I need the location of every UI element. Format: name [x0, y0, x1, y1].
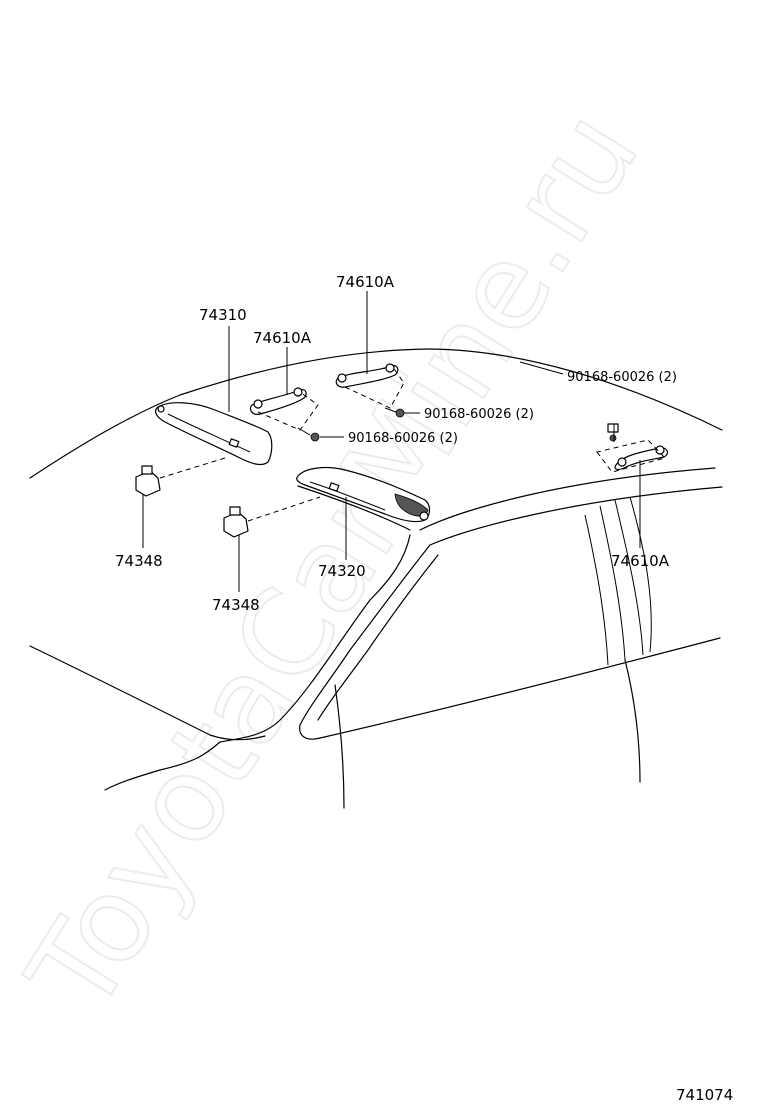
label-screw-left: 90168-60026 (2): [348, 431, 458, 446]
label-screw-right-top: 90168-60026 (2): [567, 370, 677, 385]
label-handle-left: 74610A: [253, 329, 312, 347]
figure-code: 741074: [676, 1086, 733, 1104]
assist-grip-top: [335, 363, 405, 409]
label-visor-left: 74310: [199, 306, 247, 324]
label-visor-right: 74320: [318, 562, 366, 580]
screw-group: [297, 407, 619, 442]
label-handle-rear: 74610A: [611, 552, 670, 570]
sun-visor-right: [296, 466, 431, 523]
assist-grip-rear: [596, 439, 669, 473]
sun-visor-left: [155, 402, 273, 466]
assist-grip-left: [249, 387, 319, 431]
leader-lines: [142, 291, 641, 592]
label-handle-top: 74610A: [336, 273, 395, 291]
label-holder-right: 74348: [212, 596, 260, 614]
visor-holder-left: [135, 457, 226, 497]
label-screw-mid: 90168-60026 (2): [424, 407, 534, 422]
visor-holder-right: [223, 496, 321, 538]
car-body-outline: [29, 348, 723, 809]
label-holder-left: 74348: [115, 552, 163, 570]
